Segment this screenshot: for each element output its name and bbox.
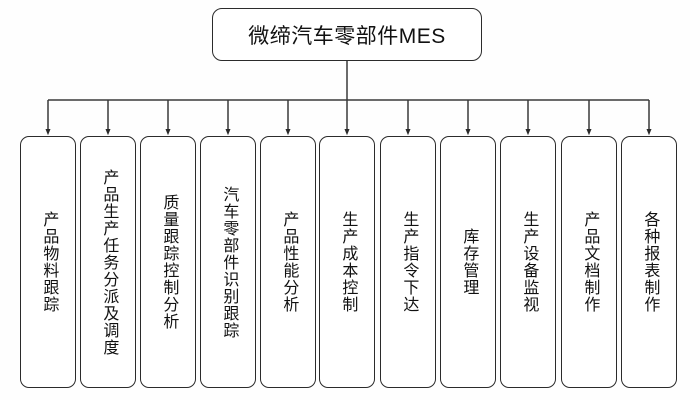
leaf-node-label: 生产指令下达 (400, 211, 418, 313)
leaf-node-label: 汽车零部件识别跟踪 (220, 185, 238, 339)
leaf-node-label: 质量跟踪控制分析 (160, 194, 178, 330)
leaf-node-5[interactable]: 产品性能分析 (260, 136, 316, 388)
leaf-node-4[interactable]: 汽车零部件识别跟踪 (200, 136, 256, 388)
leaf-node-2[interactable]: 产品生产任务分派及调度 (80, 136, 136, 388)
leaf-node-label: 各种报表制作 (641, 211, 659, 313)
leaf-node-6[interactable]: 生产成本控制 (319, 136, 375, 388)
leaf-node-8[interactable]: 库存管理 (440, 136, 496, 388)
leaf-node-1[interactable]: 产品物料跟踪 (20, 136, 76, 388)
leaf-node-11[interactable]: 各种报表制作 (621, 136, 677, 388)
leaf-node-label: 生产成本控制 (339, 211, 357, 313)
leaf-node-label: 生产设备监视 (520, 211, 538, 313)
leaf-node-label: 产品文档制作 (581, 211, 599, 313)
leaf-node-10[interactable]: 产品文档制作 (561, 136, 617, 388)
leaf-node-7[interactable]: 生产指令下达 (380, 136, 436, 388)
root-node[interactable]: 微缔汽车零部件MES (212, 8, 482, 61)
leaf-node-label: 产品性能分析 (280, 211, 298, 313)
leaf-node-label: 产品生产任务分派及调度 (100, 168, 118, 356)
leaf-node-3[interactable]: 质量跟踪控制分析 (140, 136, 196, 388)
leaf-node-label: 库存管理 (460, 228, 478, 296)
leaf-node-9[interactable]: 生产设备监视 (500, 136, 556, 388)
leaf-node-label: 产品物料跟踪 (40, 211, 58, 313)
root-node-label: 微缔汽车零部件MES (248, 24, 446, 48)
